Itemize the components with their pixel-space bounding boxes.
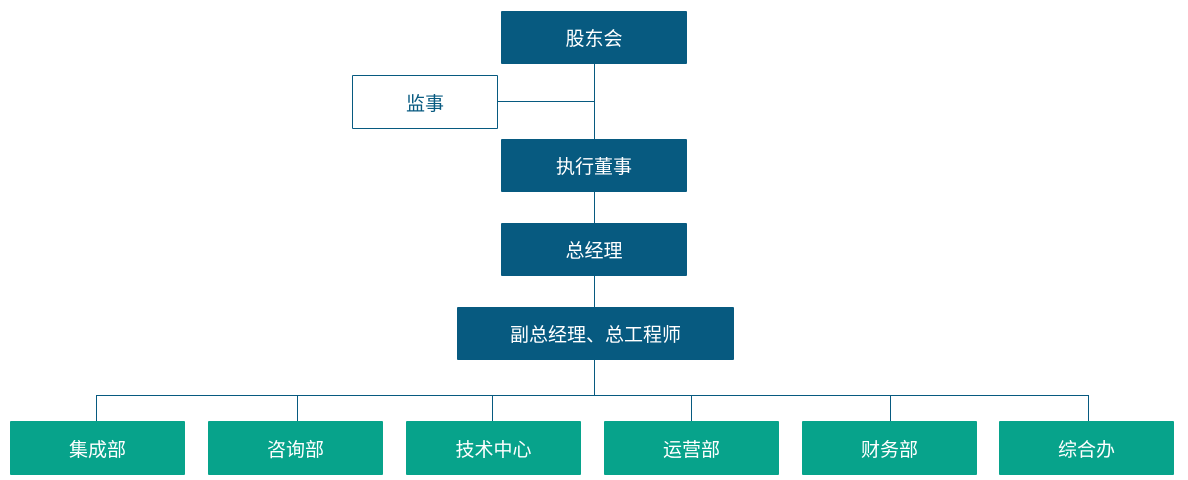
general-manager-node: 总经理 xyxy=(501,223,687,276)
department-node: 运营部 xyxy=(604,421,779,475)
department-node: 综合办 xyxy=(999,421,1174,475)
department-node: 咨询部 xyxy=(208,421,383,475)
department-node: 集成部 xyxy=(10,421,185,475)
shareholders-node: 股东会 xyxy=(501,11,687,64)
department-node: 财务部 xyxy=(802,421,977,475)
department-node: 技术中心 xyxy=(406,421,581,475)
executive-director-node: 执行董事 xyxy=(501,139,687,192)
deputy-manager-node: 副总经理、总工程师 xyxy=(457,307,734,360)
supervisor-node: 监事 xyxy=(352,75,498,129)
